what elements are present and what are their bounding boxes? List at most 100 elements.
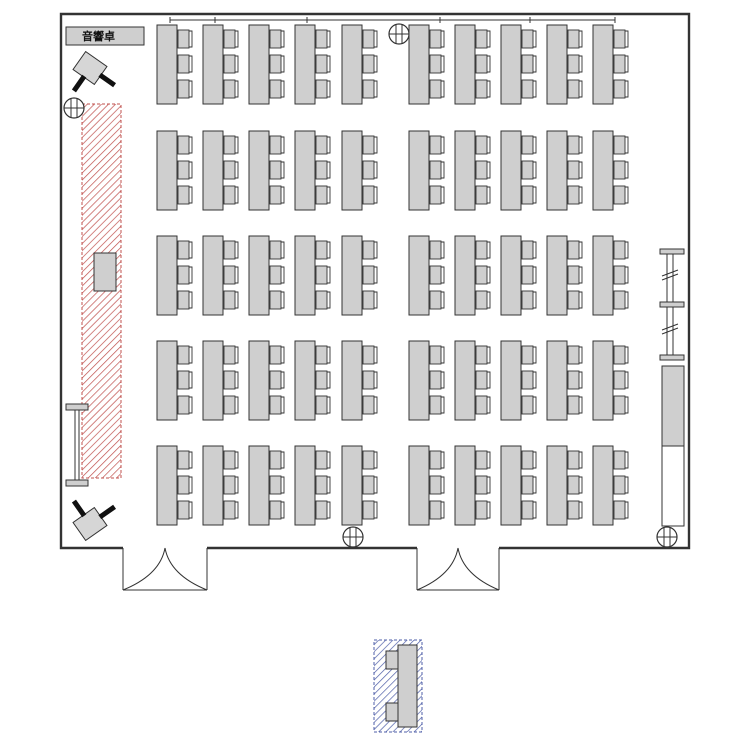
desk [248,445,270,526]
chair [223,79,236,99]
chair-back [579,291,583,309]
chair-back [374,186,378,204]
chair [223,265,236,285]
chair-back [441,161,445,179]
chair-back [625,371,629,389]
chair-back [533,476,537,494]
chair [269,395,282,415]
chair [269,29,282,49]
desk [202,130,224,211]
chair-back [441,55,445,73]
chair [177,240,190,260]
chair [177,54,190,74]
chair-back [281,476,285,494]
chair [177,345,190,365]
chair-back [327,266,331,284]
chair [475,160,488,180]
chair-back [327,346,331,364]
chair [567,500,580,520]
chair-back [189,476,193,494]
chair [177,265,190,285]
speaker-bottom-left-icon [71,499,117,542]
desk [294,340,316,421]
chair-back [625,186,629,204]
chair-back [579,30,583,48]
chair [315,135,328,155]
desk-unit [156,235,193,316]
chair [567,160,580,180]
desk [500,340,522,421]
lectern [93,252,117,292]
chair [567,475,580,495]
chair-back [487,476,491,494]
chair [315,450,328,470]
desk-unit [294,130,331,211]
chair [362,79,375,99]
chair [223,500,236,520]
chair [613,345,626,365]
chair-back [327,371,331,389]
chair [177,79,190,99]
chair [429,29,442,49]
desk-unit [156,130,193,211]
chair-back [327,241,331,259]
chair [223,345,236,365]
chair [269,160,282,180]
desk-unit [408,235,445,316]
chair-back [579,241,583,259]
chair-back [189,161,193,179]
chair [223,160,236,180]
chair-back [189,30,193,48]
desk-unit [454,24,491,105]
chair [521,450,534,470]
chair [269,54,282,74]
chair-back [374,266,378,284]
chair-back [374,346,378,364]
chair-back [235,55,239,73]
chair-back [235,266,239,284]
chair [567,29,580,49]
chair-back [625,291,629,309]
desk-unit [454,340,491,421]
chair [362,240,375,260]
desk [156,340,178,421]
chair-back [487,80,491,98]
desk [294,130,316,211]
chair-back [235,396,239,414]
chair [177,500,190,520]
chair-back [579,451,583,469]
chair-back [533,55,537,73]
chair-back [441,241,445,259]
desk-unit [248,130,285,211]
chair-back [327,291,331,309]
desk-unit [341,445,378,526]
chair [475,395,488,415]
chair-back [441,291,445,309]
chair-back [281,371,285,389]
chair-back [327,451,331,469]
desk [546,445,568,526]
chair-back [533,266,537,284]
chair [567,450,580,470]
desk-unit [341,235,378,316]
desk-unit [546,24,583,105]
chair [613,395,626,415]
chair [521,475,534,495]
chair-back [441,80,445,98]
chair [223,370,236,390]
chair-back [533,291,537,309]
chair [269,135,282,155]
desk-unit [294,445,331,526]
chair-back [487,186,491,204]
chair-back [281,291,285,309]
chair [521,500,534,520]
chair [315,345,328,365]
desk-unit [546,130,583,211]
chair-back [327,80,331,98]
chair-back [189,501,193,519]
chair [521,265,534,285]
desk [546,235,568,316]
desk [156,235,178,316]
chair [613,54,626,74]
